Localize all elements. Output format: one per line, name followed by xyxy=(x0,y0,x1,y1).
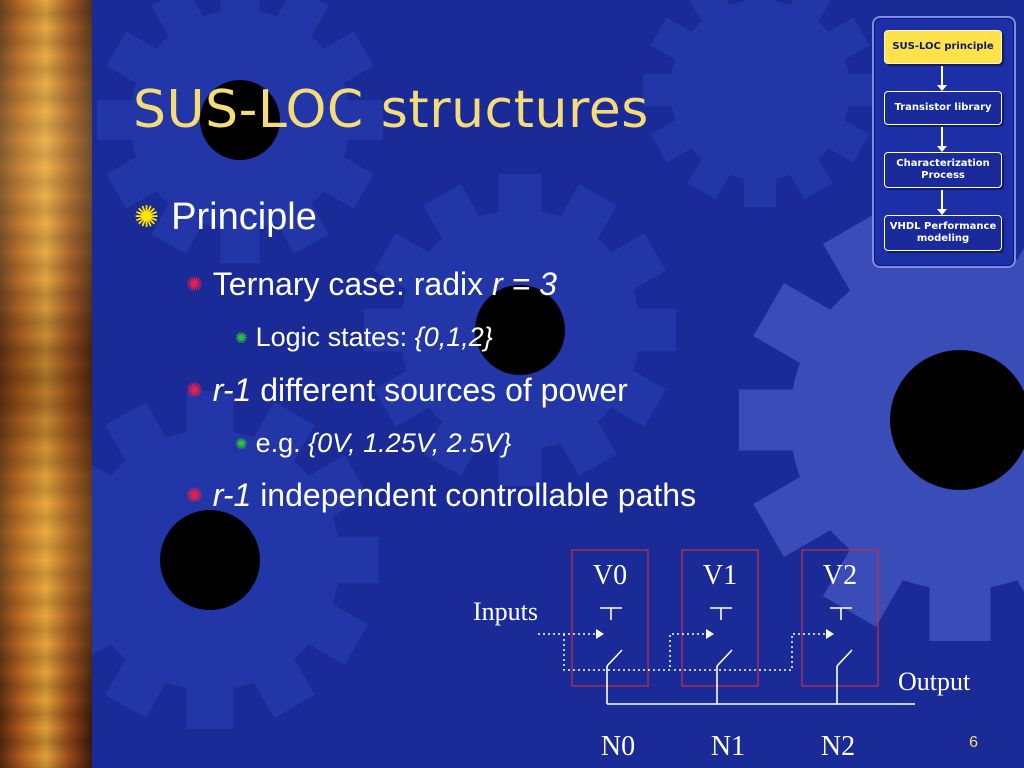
node-label-n0: N0 xyxy=(601,731,635,762)
source-label-v2: V2 xyxy=(823,560,857,591)
input-arrowheads xyxy=(596,629,834,639)
starburst-bullet-icon: ✺ xyxy=(235,435,248,453)
transistor-symbols xyxy=(600,607,915,705)
logic-text: Logic states: xyxy=(255,322,415,352)
starburst-bullet-icon: ✺ xyxy=(235,329,248,347)
cell-box-1 xyxy=(681,549,759,687)
flow-step-vhdl-modeling[interactable]: VHDL Performance modeling xyxy=(884,215,1002,251)
eg-text: e.g. xyxy=(255,428,309,458)
power-text: different sources of power xyxy=(251,372,628,408)
flow-step-transistor-library[interactable]: Transistor library xyxy=(884,91,1002,125)
paths-math: r-1 xyxy=(212,477,252,513)
bullet-principle: ✺ Principle xyxy=(134,196,317,239)
starburst-bullet-icon: ✺ xyxy=(186,380,203,402)
bullet-controllable-paths: ✺ r-1 independent controllable paths xyxy=(186,477,696,514)
source-label-v0: V0 xyxy=(593,560,627,591)
power-math: r-1 xyxy=(212,372,252,408)
slide-title: SUS-LOC structures xyxy=(133,80,649,140)
sus-loc-circuit-diagram: V0 V1 V2 Inputs Output N0 N1 N2 xyxy=(473,549,971,762)
ternary-text: Ternary case: radix xyxy=(212,266,492,302)
paths-text: independent controllable paths xyxy=(251,477,697,513)
bullet-principle-text: Principle xyxy=(171,196,317,238)
cell-box-2 xyxy=(801,549,879,687)
bullet-power-sources: ✺ r-1 different sources of power xyxy=(186,372,628,409)
node-label-n1: N1 xyxy=(711,731,745,762)
source-label-v1: V1 xyxy=(703,560,737,591)
inputs-label: Inputs xyxy=(473,597,538,626)
bullet-ternary-case: ✺ Ternary case: radix r = 3 xyxy=(186,266,557,303)
cell-box-0 xyxy=(571,549,649,687)
logic-math: {0,1,2} xyxy=(414,322,493,352)
input-signal-lines xyxy=(538,633,826,671)
flow-arrow xyxy=(937,66,947,91)
ternary-math: r = 3 xyxy=(491,266,557,302)
decorative-side-strip xyxy=(0,0,92,768)
bullet-logic-states: ✺ Logic states: {0,1,2} xyxy=(235,322,493,353)
starburst-bullet-icon: ✺ xyxy=(134,201,160,234)
flow-arrow xyxy=(937,127,947,152)
page-number: 6 xyxy=(969,734,978,751)
node-label-n2: N2 xyxy=(821,731,855,762)
flow-arrow xyxy=(937,190,947,215)
starburst-bullet-icon: ✺ xyxy=(186,485,203,507)
flowchart-navigator: SUS-LOC principle Transistor library Cha… xyxy=(872,16,1016,268)
starburst-bullet-icon: ✺ xyxy=(186,274,203,296)
flow-step-characterization-process[interactable]: Characterization Process xyxy=(884,152,1002,188)
output-label: Output xyxy=(898,667,971,696)
bullet-example-voltages: ✺ e.g. {0V, 1.25V, 2.5V} xyxy=(235,428,511,459)
eg-math: {0V, 1.25V, 2.5V} xyxy=(308,428,512,458)
flow-step-sus-loc-principle[interactable]: SUS-LOC principle xyxy=(884,30,1002,64)
